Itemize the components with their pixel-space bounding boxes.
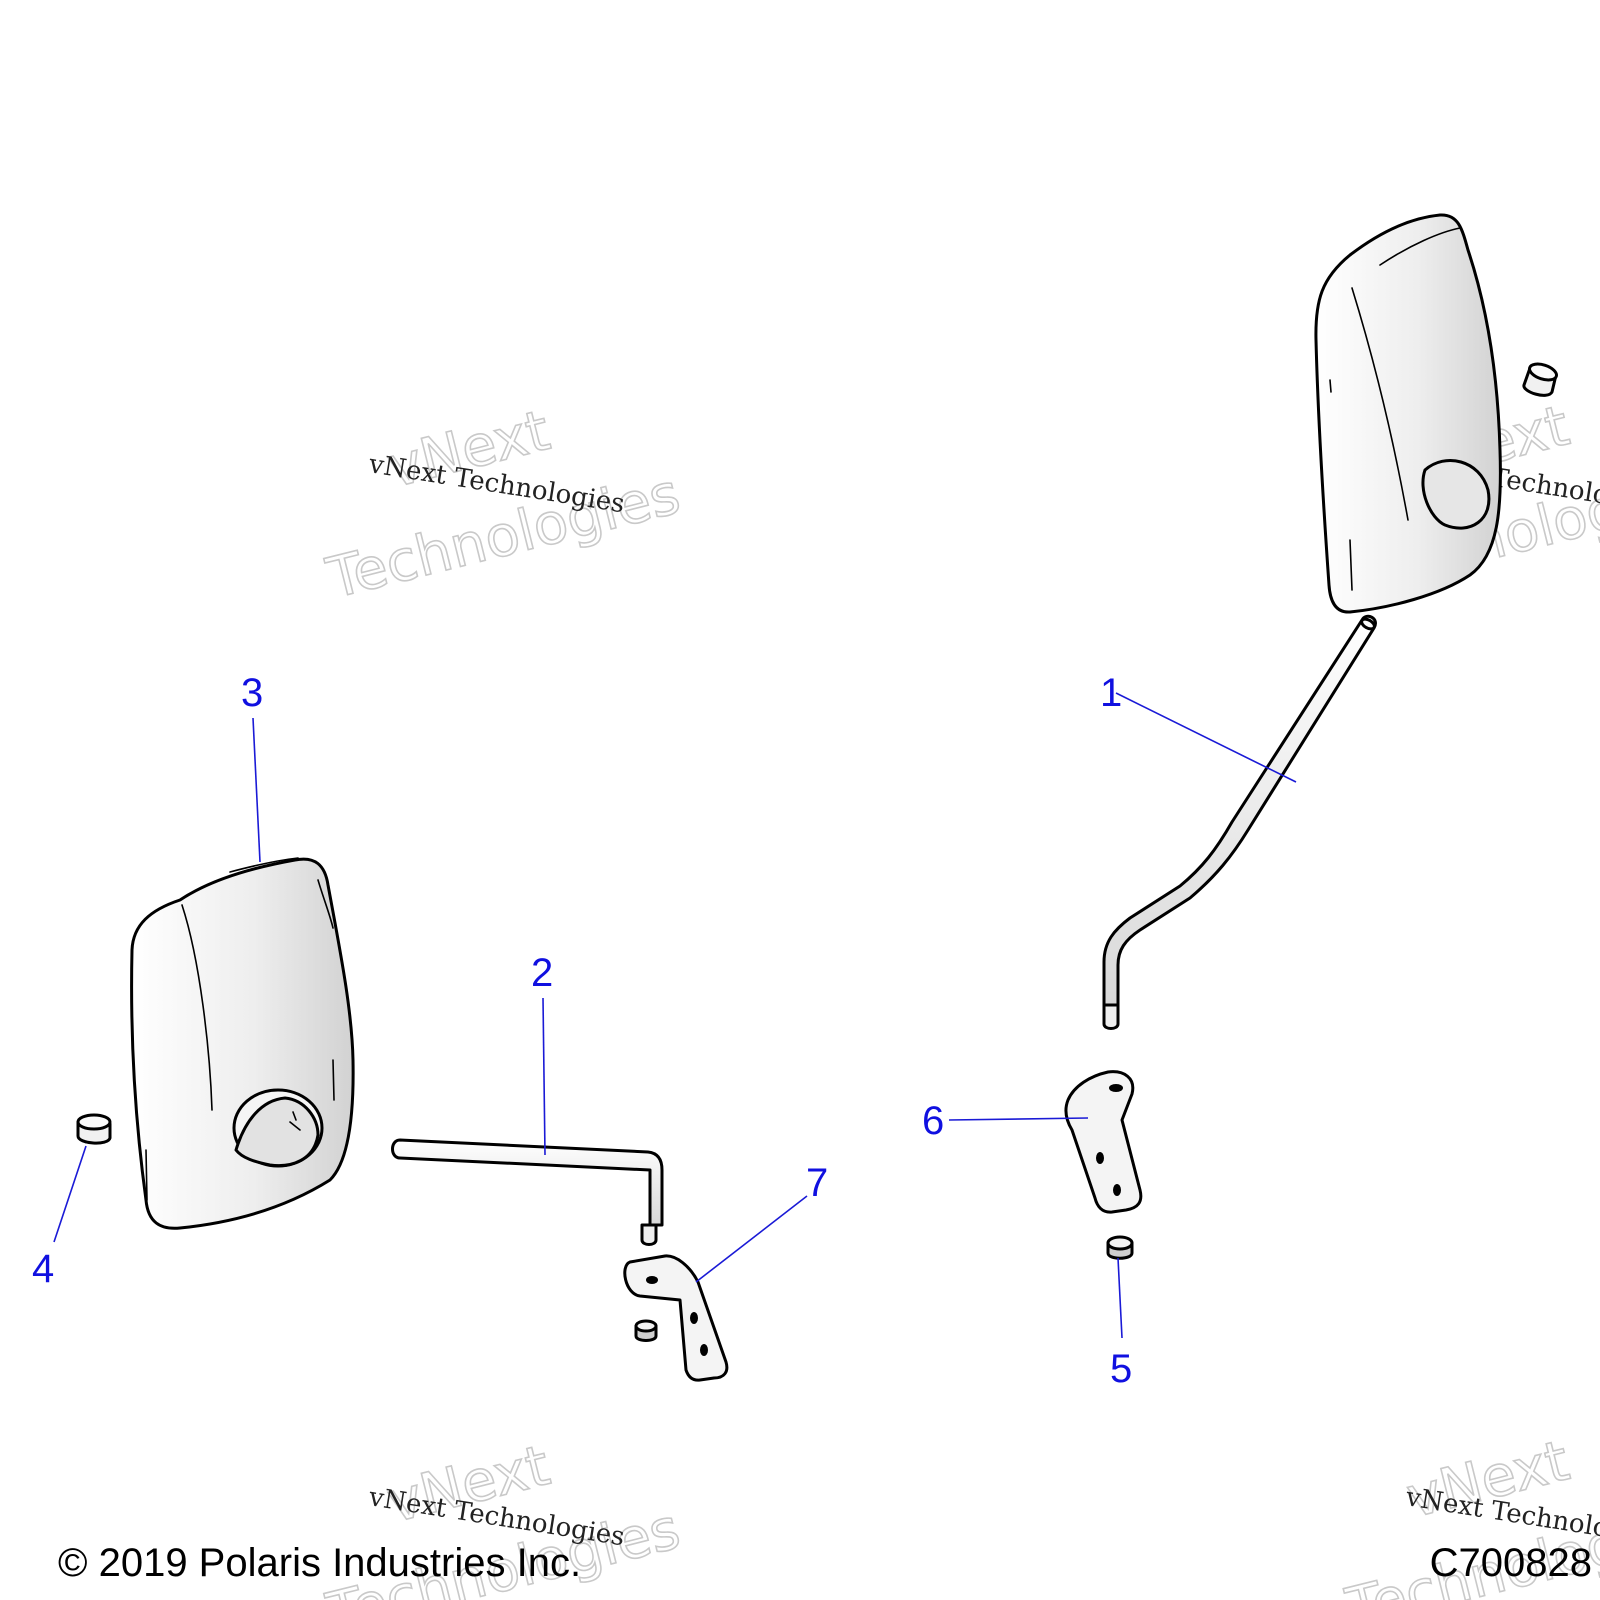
left-bracket — [623, 1254, 729, 1382]
left-rod — [391, 1138, 664, 1246]
callout-7: 7 — [806, 1161, 828, 1205]
callout-4: 4 — [32, 1247, 54, 1291]
leader-line-3 — [252, 717, 261, 863]
callout-3: 3 — [241, 671, 263, 715]
leader-line-5 — [1117, 1257, 1123, 1339]
leader-line-1 — [1115, 692, 1297, 783]
right-nut — [1106, 1235, 1134, 1260]
right-rod — [1102, 614, 1377, 1030]
callout-5: 5 — [1110, 1347, 1132, 1391]
right-mirror-head — [1314, 213, 1558, 614]
leader-line-7 — [695, 1195, 808, 1283]
leader-lines — [53, 692, 1297, 1339]
copyright-text: © 2019 Polaris Industries Inc. — [58, 1541, 581, 1585]
left-mirror-head — [130, 857, 355, 1230]
leader-line-4 — [53, 1145, 87, 1243]
callout-6: 6 — [922, 1099, 944, 1143]
leader-line-6 — [948, 1117, 1089, 1121]
left-cap — [76, 1113, 112, 1145]
callout-1: 1 — [1100, 671, 1122, 715]
leader-line-2 — [542, 997, 546, 1156]
right-bracket — [1064, 1070, 1143, 1214]
figure-code: C700828 — [1430, 1541, 1592, 1585]
callout-2: 2 — [531, 951, 553, 995]
